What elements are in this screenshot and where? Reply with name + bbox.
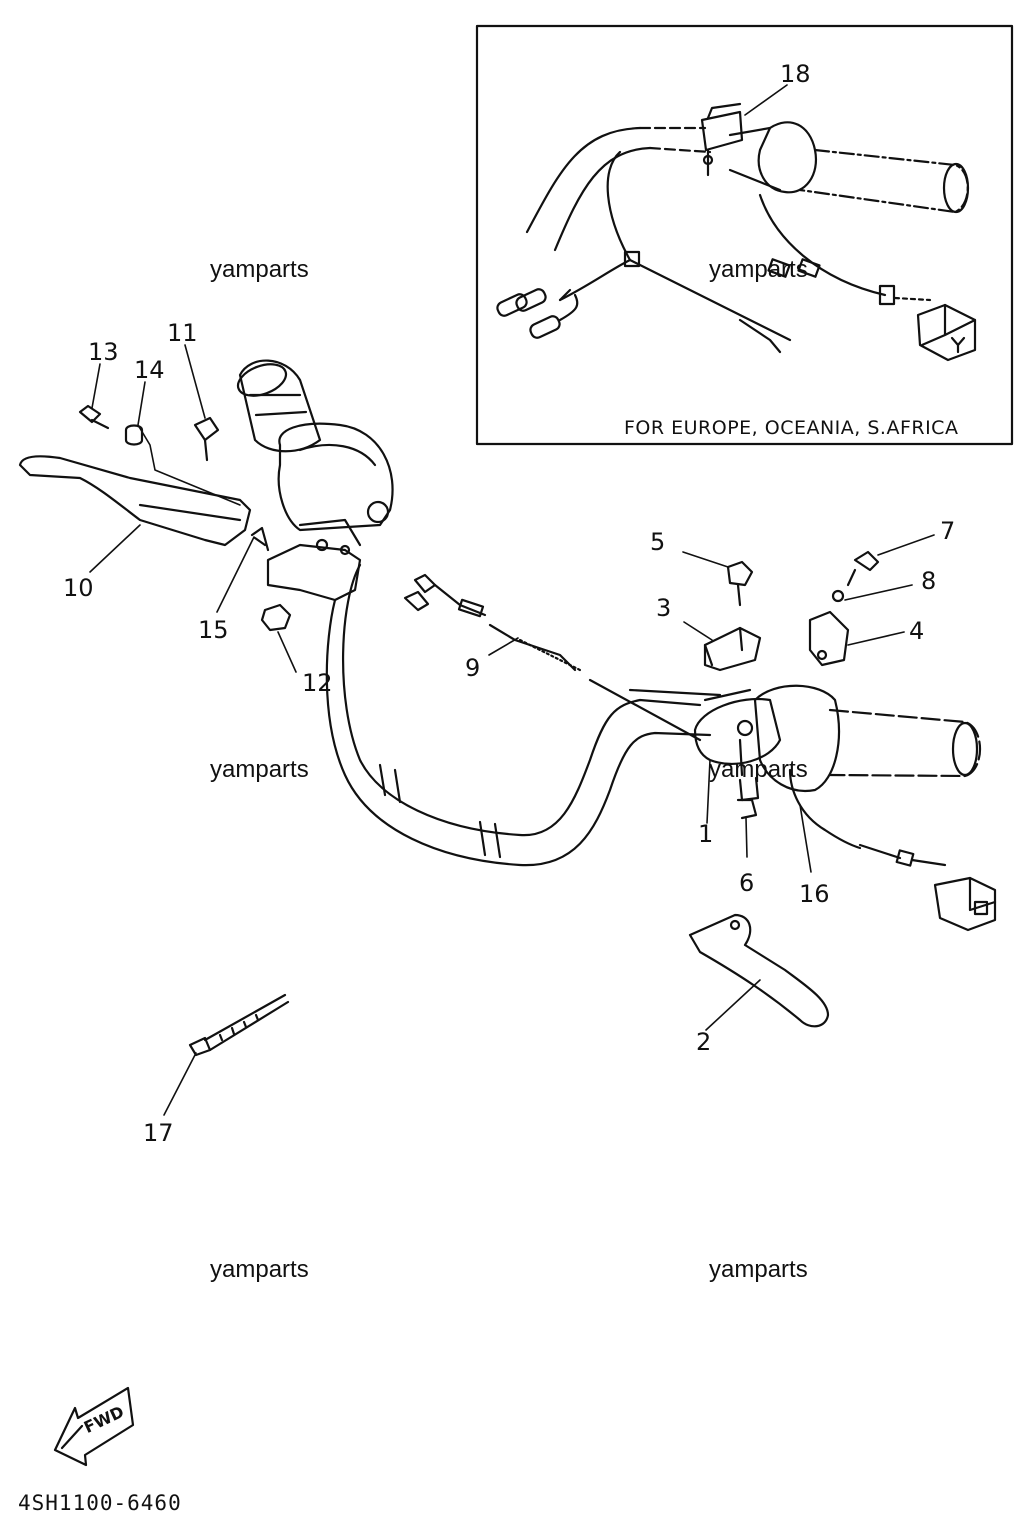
inset-handlebar bbox=[525, 121, 970, 252]
callout-12: 12 bbox=[302, 669, 333, 697]
fwd-arrow bbox=[53, 1386, 135, 1467]
callout-5: 5 bbox=[650, 528, 666, 556]
watermark: yamparts bbox=[709, 1256, 808, 1283]
callout-7: 7 bbox=[940, 517, 956, 545]
watermark: yamparts bbox=[709, 256, 808, 283]
callout-17: 17 bbox=[143, 1119, 174, 1147]
callout-2: 2 bbox=[696, 1028, 712, 1056]
watermark: yamparts bbox=[210, 256, 309, 283]
cable-tie-17 bbox=[188, 993, 290, 1057]
right-grip bbox=[693, 684, 982, 820]
inset-region-note: FOR EUROPE, OCEANIA, S.AFRICA bbox=[624, 417, 959, 439]
callout-4: 4 bbox=[909, 617, 925, 645]
callout-14: 14 bbox=[134, 356, 165, 384]
inset-harness bbox=[496, 150, 977, 362]
leader-lines bbox=[89, 84, 935, 1116]
callout-15: 15 bbox=[198, 616, 229, 644]
right-small-parts bbox=[703, 550, 880, 672]
watermark: yamparts bbox=[210, 1256, 309, 1283]
callout-13: 13 bbox=[88, 338, 119, 366]
callout-1: 1 bbox=[698, 820, 714, 848]
watermark: yamparts bbox=[210, 756, 309, 783]
callout-10: 10 bbox=[63, 574, 94, 602]
callout-8: 8 bbox=[921, 567, 937, 595]
brake-lever-2 bbox=[688, 913, 830, 1028]
watermark: yamparts bbox=[709, 756, 808, 783]
inset-frame bbox=[475, 24, 1014, 446]
left-grip bbox=[236, 359, 394, 532]
clutch-lever-10 bbox=[18, 455, 267, 547]
callout-11: 11 bbox=[167, 319, 198, 347]
inset-switch-18 bbox=[700, 102, 744, 177]
harness-16 bbox=[788, 768, 997, 932]
callout-9: 9 bbox=[465, 654, 481, 682]
callout-3: 3 bbox=[656, 594, 672, 622]
handlebar bbox=[325, 563, 722, 867]
cable-9 bbox=[403, 573, 702, 742]
callout-16: 16 bbox=[799, 880, 830, 908]
left-fasteners bbox=[78, 404, 292, 632]
callout-6: 6 bbox=[739, 869, 755, 897]
left-lever-bracket bbox=[266, 518, 362, 602]
callout-18: 18 bbox=[780, 60, 811, 88]
diagram-code: 4SH1100-6460 bbox=[18, 1491, 182, 1515]
